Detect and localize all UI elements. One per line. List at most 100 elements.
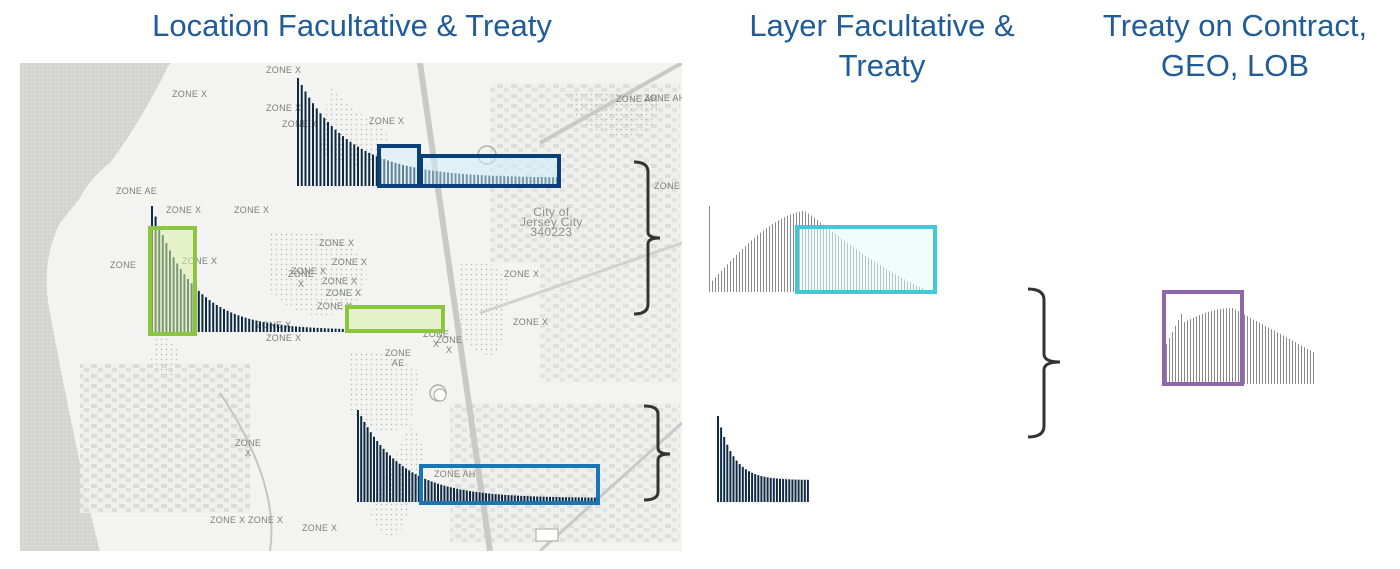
bottom-map-chart-bar xyxy=(465,490,468,502)
zone-label: ZONE X xyxy=(436,335,463,355)
top-map-chart-bar xyxy=(334,129,337,186)
treaty-chart-bar xyxy=(1187,320,1188,384)
zone-label: ZONE X xyxy=(235,438,262,458)
layer-hump-chart-bar xyxy=(736,254,737,292)
zone-label: ZONE X xyxy=(256,320,292,330)
bottom-map-chart-bar xyxy=(453,488,455,502)
bottom-map-chart-bar xyxy=(469,491,471,502)
bottom-map-chart-bar xyxy=(581,497,583,502)
layer-small-chart-bar xyxy=(735,460,738,502)
bottom-map-chart-bar xyxy=(357,410,359,502)
bottom-map-chart-bar xyxy=(437,483,439,502)
treaty-chart-bar xyxy=(1217,309,1218,384)
layer-small-chart-bar xyxy=(760,476,763,502)
treaty-chart-bar xyxy=(1172,332,1173,384)
bottom-map-chart-bar xyxy=(501,494,503,502)
layer-small-chart-bar xyxy=(806,479,809,502)
treaty-chart-bar xyxy=(1307,348,1308,384)
bottom-map-chart-bar xyxy=(373,436,375,502)
middle-map-chart-bar xyxy=(244,317,247,332)
layer-small-chart-bar xyxy=(797,479,800,502)
layer-hump-chart-bar xyxy=(793,213,794,292)
middle-map-chart-bar xyxy=(219,307,222,332)
layer-hump-chart-bar xyxy=(730,261,731,292)
middle-map-chart-bar xyxy=(241,316,243,332)
layer-small-chart-bar xyxy=(794,479,797,502)
bottom-map-chart-bar xyxy=(577,497,580,502)
bottom-map-chart-bar xyxy=(494,494,497,502)
bottom-map-chart-bar xyxy=(549,496,551,502)
layer-title: Layer Facultative & Treaty xyxy=(749,8,1015,83)
middle-map-chart-bar xyxy=(309,327,312,332)
top-map-chart-bar xyxy=(319,113,322,186)
treaty-chart-bar xyxy=(1238,311,1239,384)
layer-small-chart-bar xyxy=(772,478,775,502)
treaty-chart-bar xyxy=(1286,337,1287,384)
bottom-map-chart-bar xyxy=(568,497,571,502)
layer-hump-chart-bar xyxy=(769,226,770,292)
middle-map-chart-bar xyxy=(291,326,294,332)
navy-highlight-box-small xyxy=(377,144,421,188)
treaty-chart-bar xyxy=(1166,344,1167,384)
layer-small-chart-bar xyxy=(723,436,726,502)
zone-label: ZONE X xyxy=(282,119,318,129)
bottom-map-chart-bar xyxy=(398,463,401,502)
treaty-chart-bar xyxy=(1220,308,1221,384)
middle-map-chart-bar xyxy=(205,297,207,332)
treaty-chart-bar xyxy=(1184,322,1185,384)
layer-small-chart-bar xyxy=(748,471,750,502)
middle-map-chart-bar xyxy=(212,302,215,332)
bottom-map-chart-bar xyxy=(485,493,487,502)
layer-small-chart-bar xyxy=(741,466,744,502)
top-map-chart-bar xyxy=(357,146,359,186)
bottom-map-chart-bar xyxy=(520,495,523,502)
middle-map-chart-bar xyxy=(295,326,297,332)
treaty-chart-bar xyxy=(1232,308,1233,384)
bottom-map-chart-bar xyxy=(513,495,516,502)
bottom-map-chart-bar xyxy=(491,493,494,502)
zone-label: ZONE X xyxy=(266,333,302,343)
layer-small-chart-bar xyxy=(769,477,772,502)
middle-map-chart-bar xyxy=(269,323,272,332)
treaty-chart-bar xyxy=(1298,343,1299,384)
layer-hump-chart-bar xyxy=(739,251,740,292)
bottom-map-chart-bar xyxy=(539,496,542,502)
bottom-map-chart-bar xyxy=(558,497,561,502)
treaty-chart-bar xyxy=(1214,310,1215,384)
treaty-chart-bar xyxy=(1283,335,1284,384)
treaty-chart-bar xyxy=(1301,345,1302,384)
layer-small-chart-bar xyxy=(738,464,741,502)
treaty-chart-bar xyxy=(1271,329,1272,384)
layer-hump-chart-bar xyxy=(718,274,719,292)
layer-hump-chart-bar xyxy=(763,230,764,292)
layer-hump-chart-bar xyxy=(751,240,752,292)
zone-label: ZONE X xyxy=(302,523,338,533)
top-map-chart-bar xyxy=(338,132,341,186)
bottom-map-chart-bar xyxy=(389,455,391,502)
bottom-map-chart-bar xyxy=(405,468,407,502)
zone-label: ZONE X xyxy=(266,65,302,75)
layer-hump-chart-bar xyxy=(712,280,713,292)
middle-map-chart-bar xyxy=(237,315,240,332)
bottom-map-chart-bar xyxy=(488,493,491,502)
top-map-chart-bar xyxy=(312,103,314,186)
layer-small-chart-bar xyxy=(763,476,766,502)
top-map-chart-bar xyxy=(413,167,416,186)
bottom-map-chart-bar xyxy=(593,497,596,502)
zone-label: ZONE X xyxy=(423,329,450,349)
middle-map-chart-bar xyxy=(251,319,254,332)
middle-map-chart-bar xyxy=(323,328,326,332)
bottom-map-chart-bar xyxy=(504,494,507,502)
treaty-chart-bar xyxy=(1277,332,1278,384)
zone-label: ZONE AE xyxy=(385,348,412,368)
middle-map-chart-bar xyxy=(331,328,333,332)
top-map-chart-bar xyxy=(398,163,401,186)
treaty-chart-bar xyxy=(1262,324,1263,384)
middle-map-chart-bar xyxy=(305,327,308,332)
layer-hump-chart-bar xyxy=(790,214,791,292)
top-map-chart-bar xyxy=(390,161,393,186)
layer-small-chart-bar xyxy=(782,479,785,502)
middle-map-chart-bar xyxy=(280,324,283,332)
zone-label: ZONE X xyxy=(369,116,405,126)
